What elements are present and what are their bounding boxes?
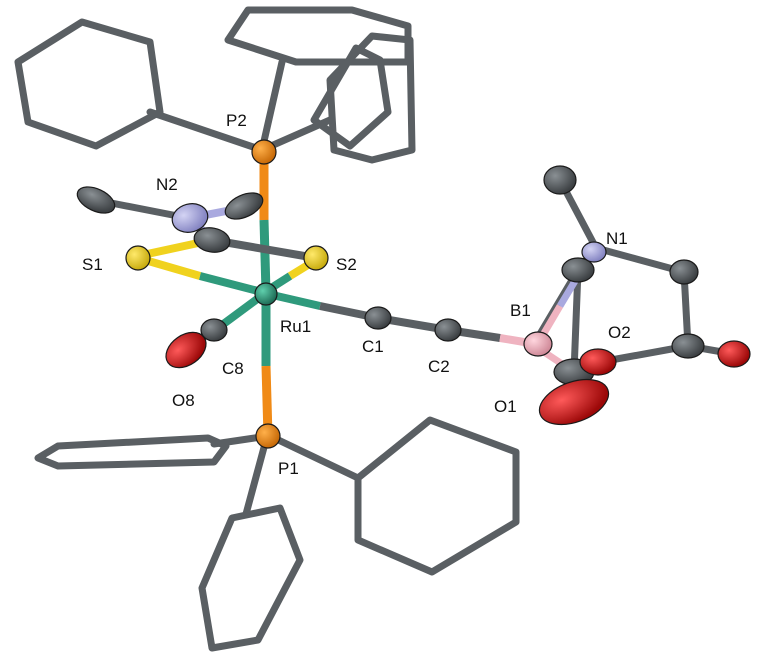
atom-n2: [171, 203, 209, 233]
label-p2: P2: [226, 111, 247, 130]
label-p1: P1: [278, 459, 299, 478]
bond-n1-ch2: [592, 244, 688, 276]
atom-c-dtc: [193, 227, 231, 253]
label-c1: C1: [362, 337, 384, 356]
atom-p2: [251, 139, 277, 165]
label-c8: C8: [222, 359, 244, 378]
atom-o8: [165, 331, 207, 369]
atom-c-n1-methyl: [543, 165, 577, 195]
atom-s1: [125, 245, 151, 271]
bond-ch2b-c: [570, 266, 582, 376]
bond-p1-right: [266, 432, 362, 482]
cyclohexyl-ring-p1-right: [354, 416, 520, 576]
label-o8: O8: [172, 391, 195, 410]
atom-ru1: [254, 282, 278, 306]
atom-c2: [434, 318, 462, 342]
label-s2: S2: [336, 255, 357, 274]
atom-o1: [538, 378, 610, 426]
cyclohexyl-ring-p2-left: [14, 18, 164, 150]
phenyl-ring-p1-left: [34, 434, 230, 470]
phenyl-ring-p1-bottom: [198, 504, 304, 652]
ring-p2-right-back: [310, 44, 392, 150]
bond-p1-bottom: [242, 436, 270, 518]
atom-c-carbonyl: [671, 333, 705, 359]
label-b1: B1: [510, 301, 531, 320]
bond-p2-ru-lower: [259, 219, 271, 293]
bonds: [136, 152, 602, 437]
atom-c-ch2: [669, 259, 699, 285]
ring-p2-top: [224, 6, 412, 66]
label-n1: N1: [606, 229, 628, 248]
atom-c8: [200, 318, 228, 342]
label-o1: O1: [494, 397, 517, 416]
atom-n1: [581, 241, 607, 263]
atom-o-carbonyl: [717, 340, 751, 368]
atom-o2: [579, 348, 617, 376]
atom-c1: [364, 306, 392, 330]
atom-b1: [523, 331, 553, 357]
label-o2: O2: [608, 323, 631, 342]
label-n2: N2: [156, 175, 178, 194]
label-c2: C2: [428, 357, 450, 376]
atom-c-n2-methyl-a: [76, 186, 116, 214]
bond-s1-ru-b: [199, 272, 263, 296]
bond-p2-cy-left: [146, 108, 266, 154]
atoms: [76, 139, 751, 449]
label-ru1: Ru1: [280, 317, 311, 336]
label-s1: S1: [82, 255, 103, 274]
atom-c-ch2b: [561, 257, 595, 283]
atom-s2: [303, 245, 329, 271]
bond-p2-top: [258, 58, 286, 154]
atom-p1: [255, 423, 281, 449]
atom-labels: P2 N2 S1 S2 Ru1 C8 O8 C1 C2 B1 N1 O1 O2 …: [82, 111, 631, 478]
ring-p2-right: [326, 32, 416, 164]
atom-c-n2-methyl-b: [224, 192, 264, 220]
